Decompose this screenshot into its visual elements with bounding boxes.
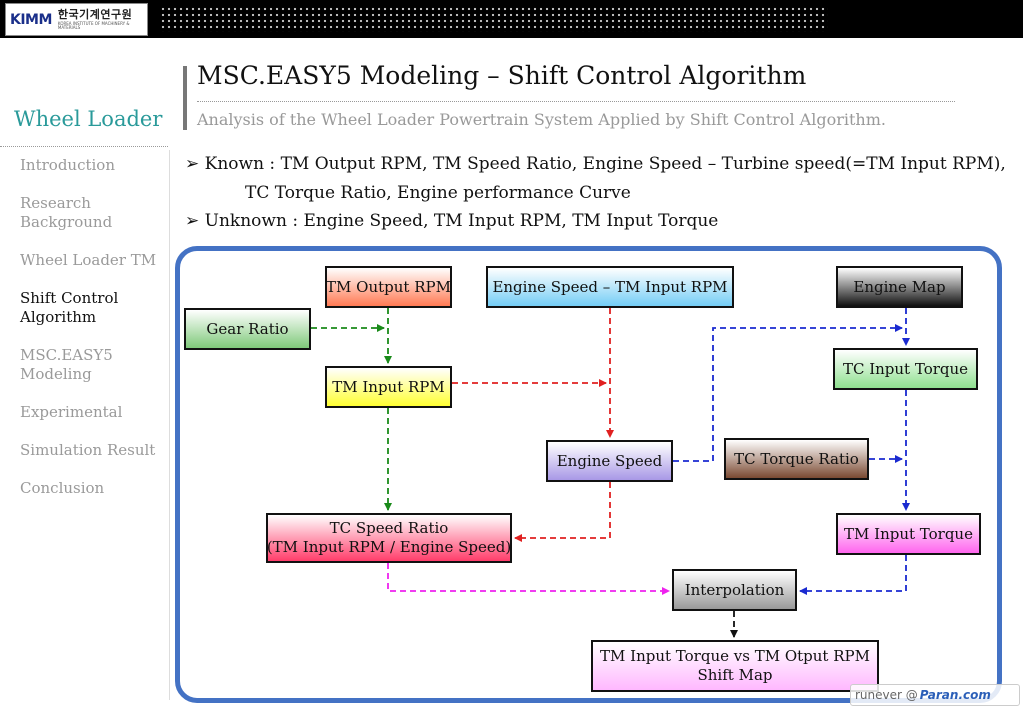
watermark-brand: Paran.com: [919, 688, 991, 702]
dotted-header-pattern: [160, 6, 828, 32]
node-tm-input-rpm: TM Input RPM: [325, 366, 452, 408]
sidebar-item-experimental[interactable]: Experimental: [20, 403, 123, 421]
top-bar: KIMM 한국기계연구원 KOREA INSTITUTE OF MACHINER…: [0, 0, 1023, 38]
sidebar-item-research-background[interactable]: Research Background: [20, 194, 113, 231]
unknown-bullet: ➢ Unknown : Engine Speed, TM Input RPM, …: [185, 211, 719, 231]
logo-english-name: KOREA INSTITUTE OF MACHINERY & MATERIALS: [57, 21, 130, 30]
watermark: runever @ Paran.com: [850, 684, 1020, 706]
arrow-engine-speed-to-tc-speed-ratio: [514, 482, 611, 542]
node-tm-input-torque: TM Input Torque: [836, 513, 981, 555]
node-engine-speed-tm-input-rpm: Engine Speed – TM Input RPM: [486, 266, 734, 308]
sidebar-item-msc-easy5-modeling[interactable]: MSC.EASY5 Modeling: [20, 346, 113, 383]
node-engine-speed: Engine Speed: [546, 440, 673, 482]
node-tc-speed-ratio: TC Speed Ratio(TM Input RPM / Engine Spe…: [266, 513, 512, 563]
node-engine-map: Engine Map: [836, 266, 963, 308]
sidebar-vertical-divider: [169, 150, 170, 700]
node-gear-ratio: Gear Ratio: [184, 308, 311, 350]
kimm-logo: KIMM 한국기계연구원 KOREA INSTITUTE OF MACHINER…: [5, 3, 148, 36]
sidebar-item-simulation-result[interactable]: Simulation Result: [20, 441, 156, 459]
sidebar-nav: Introduction Research Background Wheel L…: [20, 156, 165, 517]
logo-mark: KIMM: [10, 11, 52, 28]
node-tc-torque-ratio: TC Torque Ratio: [724, 438, 869, 480]
sidebar-item-introduction[interactable]: Introduction: [20, 156, 115, 174]
logo-korean-name: 한국기계연구원: [57, 8, 133, 21]
arrow-tc-speed-ratio-to-interpolation: [387, 563, 670, 595]
sidebar-item-wheel-loader-tm[interactable]: Wheel Loader TM: [20, 251, 157, 269]
sidebar-title: Wheel Loader: [14, 107, 163, 131]
diagram-frame: [175, 246, 1002, 703]
sidebar-item-shift-control-algorithm[interactable]: Shift Control Algorithm: [20, 289, 119, 326]
page-subtitle: Analysis of the Wheel Loader Powertrain …: [197, 110, 886, 129]
known-bullet-continuation: TC Torque Ratio, Engine performance Curv…: [245, 183, 631, 203]
page-title: MSC.EASY5 Modeling – Shift Control Algor…: [197, 61, 807, 90]
node-tc-input-torque: TC Input Torque: [833, 348, 978, 390]
arrow-engine-speed-to-engine-map-line: [673, 324, 903, 462]
arrow-tm-input-torque-to-interpolation: [799, 555, 907, 595]
sidebar-item-conclusion[interactable]: Conclusion: [20, 479, 105, 497]
title-accent-bar: [183, 66, 187, 130]
node-interpolation: Interpolation: [672, 569, 797, 611]
sidebar-divider: [0, 146, 168, 147]
title-divider: [197, 101, 955, 102]
node-tm-output-rpm: TM Output RPM: [325, 266, 452, 308]
known-bullet: ➢ Known : TM Output RPM, TM Speed Ratio,…: [185, 154, 1006, 174]
